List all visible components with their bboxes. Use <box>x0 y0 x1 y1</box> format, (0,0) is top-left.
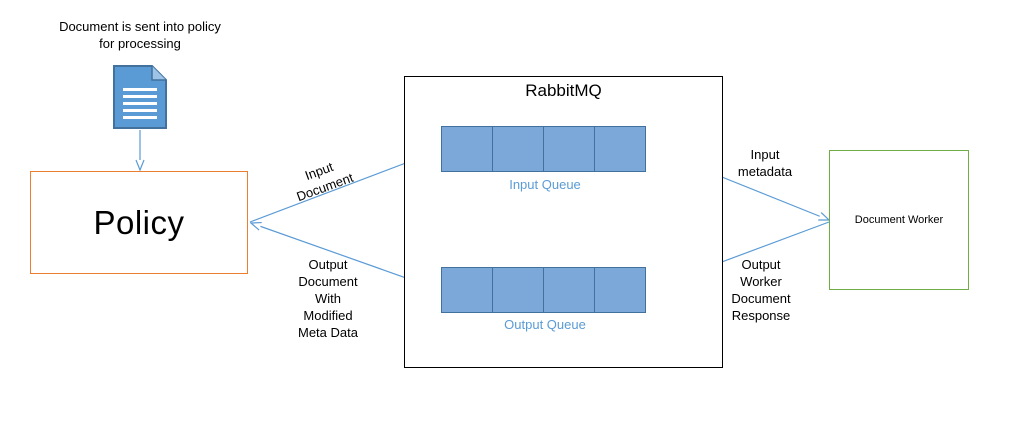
queue-cell <box>441 267 493 313</box>
document-worker-label: Document Worker <box>854 214 944 226</box>
queue-cell <box>492 267 544 313</box>
input-queue-label: Input Queue <box>509 177 581 192</box>
queue-cell <box>594 126 646 172</box>
queue-cell <box>543 267 595 313</box>
output-document-label: Output Document With Modified Meta Data <box>298 257 358 340</box>
queue-cell <box>543 126 595 172</box>
output-worker-response-label: Output Worker Document Response <box>731 257 791 323</box>
policy-box: Policy <box>30 171 248 274</box>
document-icon <box>113 65 167 129</box>
input-metadata-label: Input metadata <box>737 147 793 179</box>
output-queue-label: Output Queue <box>504 317 586 332</box>
rabbitmq-container: RabbitMQ <box>404 76 723 368</box>
queue-cell <box>594 267 646 313</box>
policy-label: Policy <box>93 203 185 241</box>
document-worker-box: Document Worker <box>829 150 969 290</box>
document-caption: Document is sent into policy for process… <box>59 19 221 51</box>
queue-cell <box>492 126 544 172</box>
input-queue <box>441 126 646 172</box>
rabbitmq-title: RabbitMQ <box>525 81 602 100</box>
output-queue <box>441 267 646 313</box>
queue-cell <box>441 126 493 172</box>
